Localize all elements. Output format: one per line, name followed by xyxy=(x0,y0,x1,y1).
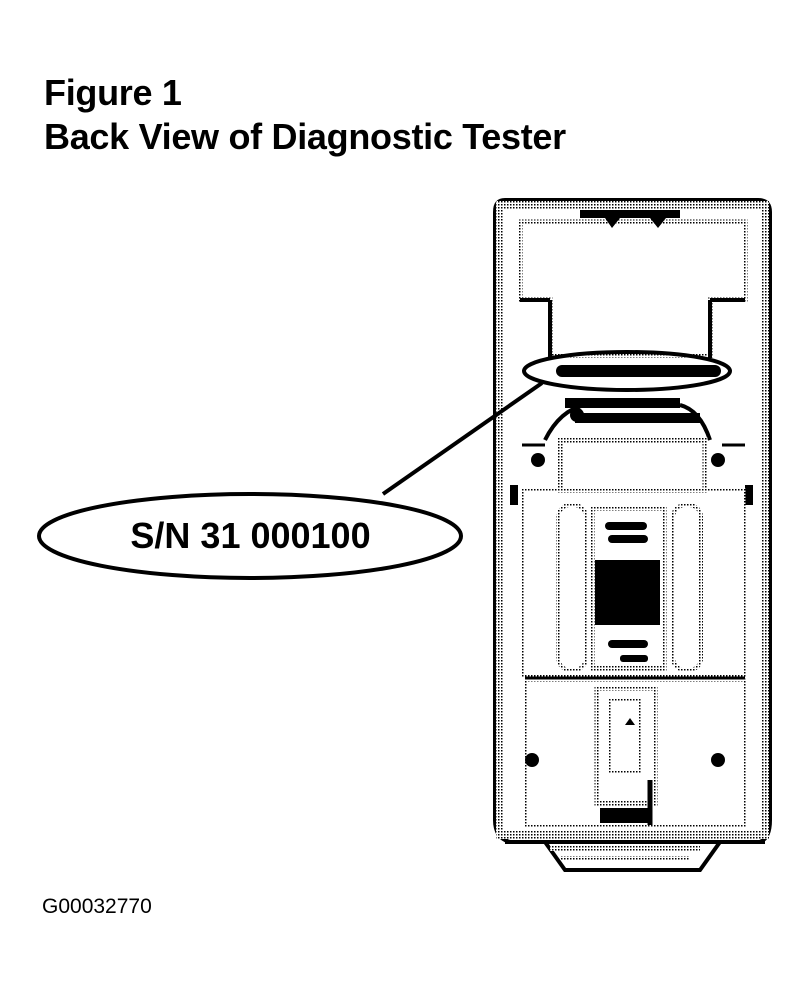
leader-line xyxy=(381,381,544,496)
figure-title: Back View of Diagnostic Tester xyxy=(44,116,566,157)
serial-highlight-ellipse xyxy=(522,350,732,392)
tester-body xyxy=(493,198,772,872)
serial-number-callout: S/N 31 000100 xyxy=(130,515,371,556)
figure-label: Figure 1 xyxy=(44,72,182,113)
figure-id: G00032770 xyxy=(42,895,152,918)
callout-ellipse xyxy=(37,492,463,580)
